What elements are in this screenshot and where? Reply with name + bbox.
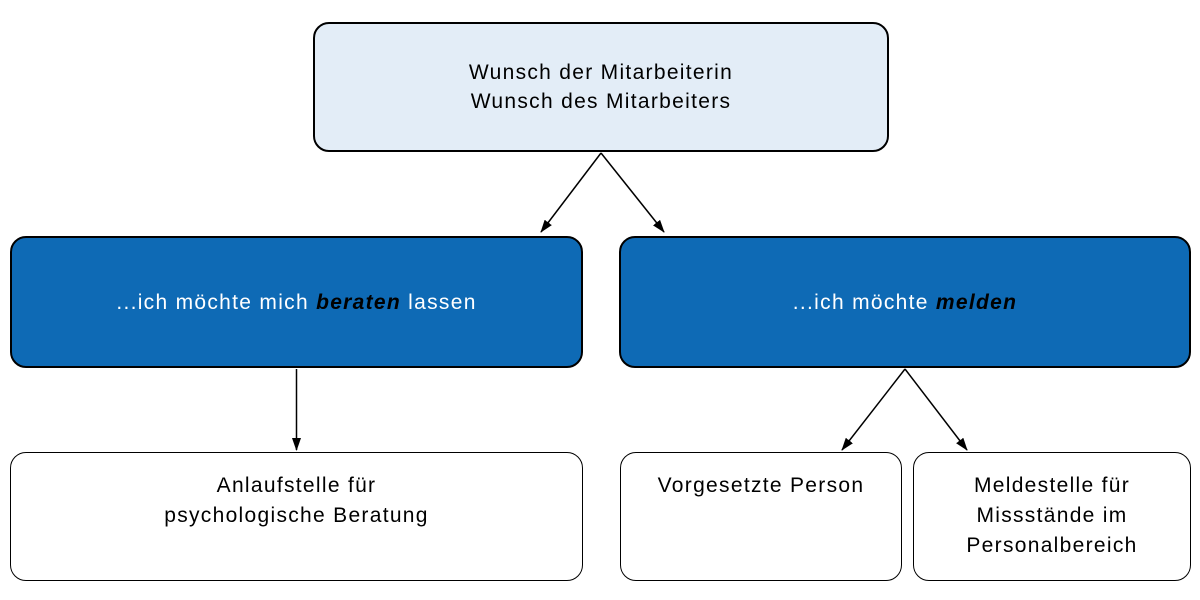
node-beraten-emphasis: beraten (316, 290, 402, 314)
node-vorgesetzte-person-line1: Vorgesetzte Person (657, 474, 865, 497)
node-anlaufstelle-line1: Anlaufstelle für (216, 474, 377, 497)
node-meldestelle-line2: Missstände im (976, 504, 1128, 527)
node-meldestelle-line3: Personalbereich (966, 534, 1138, 557)
arrow-wunsch-to-beraten (540, 152, 602, 233)
node-anlaufstelle-line2: psychologische Beratung (164, 504, 429, 527)
node-beraten-label: ...ich möchte mich beraten lassen (116, 288, 476, 317)
node-beraten-suffix: lassen (401, 290, 477, 314)
node-meldestelle-line1: Meldestelle für (973, 474, 1131, 497)
node-meldestelle: Meldestelle für Missstände im Personalbe… (913, 452, 1191, 581)
node-beraten-prefix: ...ich möchte mich (116, 290, 317, 314)
node-melden-label: ...ich möchte melden (793, 288, 1017, 317)
node-vorgesetzte-person: Vorgesetzte Person (620, 452, 902, 581)
node-wunsch: Wunsch der Mitarbeiterin Wunsch des Mita… (313, 22, 889, 152)
arrow-wunsch-to-melden (600, 152, 665, 233)
node-melden-prefix: ...ich möchte (792, 290, 936, 314)
arrow-melden-to-meldestelle (904, 368, 968, 451)
node-beraten: ...ich möchte mich beraten lassen (10, 236, 583, 368)
node-wunsch-line2: Wunsch des Mitarbeiters (470, 90, 732, 113)
node-melden: ...ich möchte melden (619, 236, 1191, 368)
node-wunsch-line1: Wunsch der Mitarbeiterin (468, 61, 734, 84)
arrow-melden-to-vorgesetzte (841, 368, 906, 451)
node-melden-emphasis: melden (935, 290, 1018, 314)
node-anlaufstelle: Anlaufstelle für psychologische Beratung (10, 452, 583, 581)
